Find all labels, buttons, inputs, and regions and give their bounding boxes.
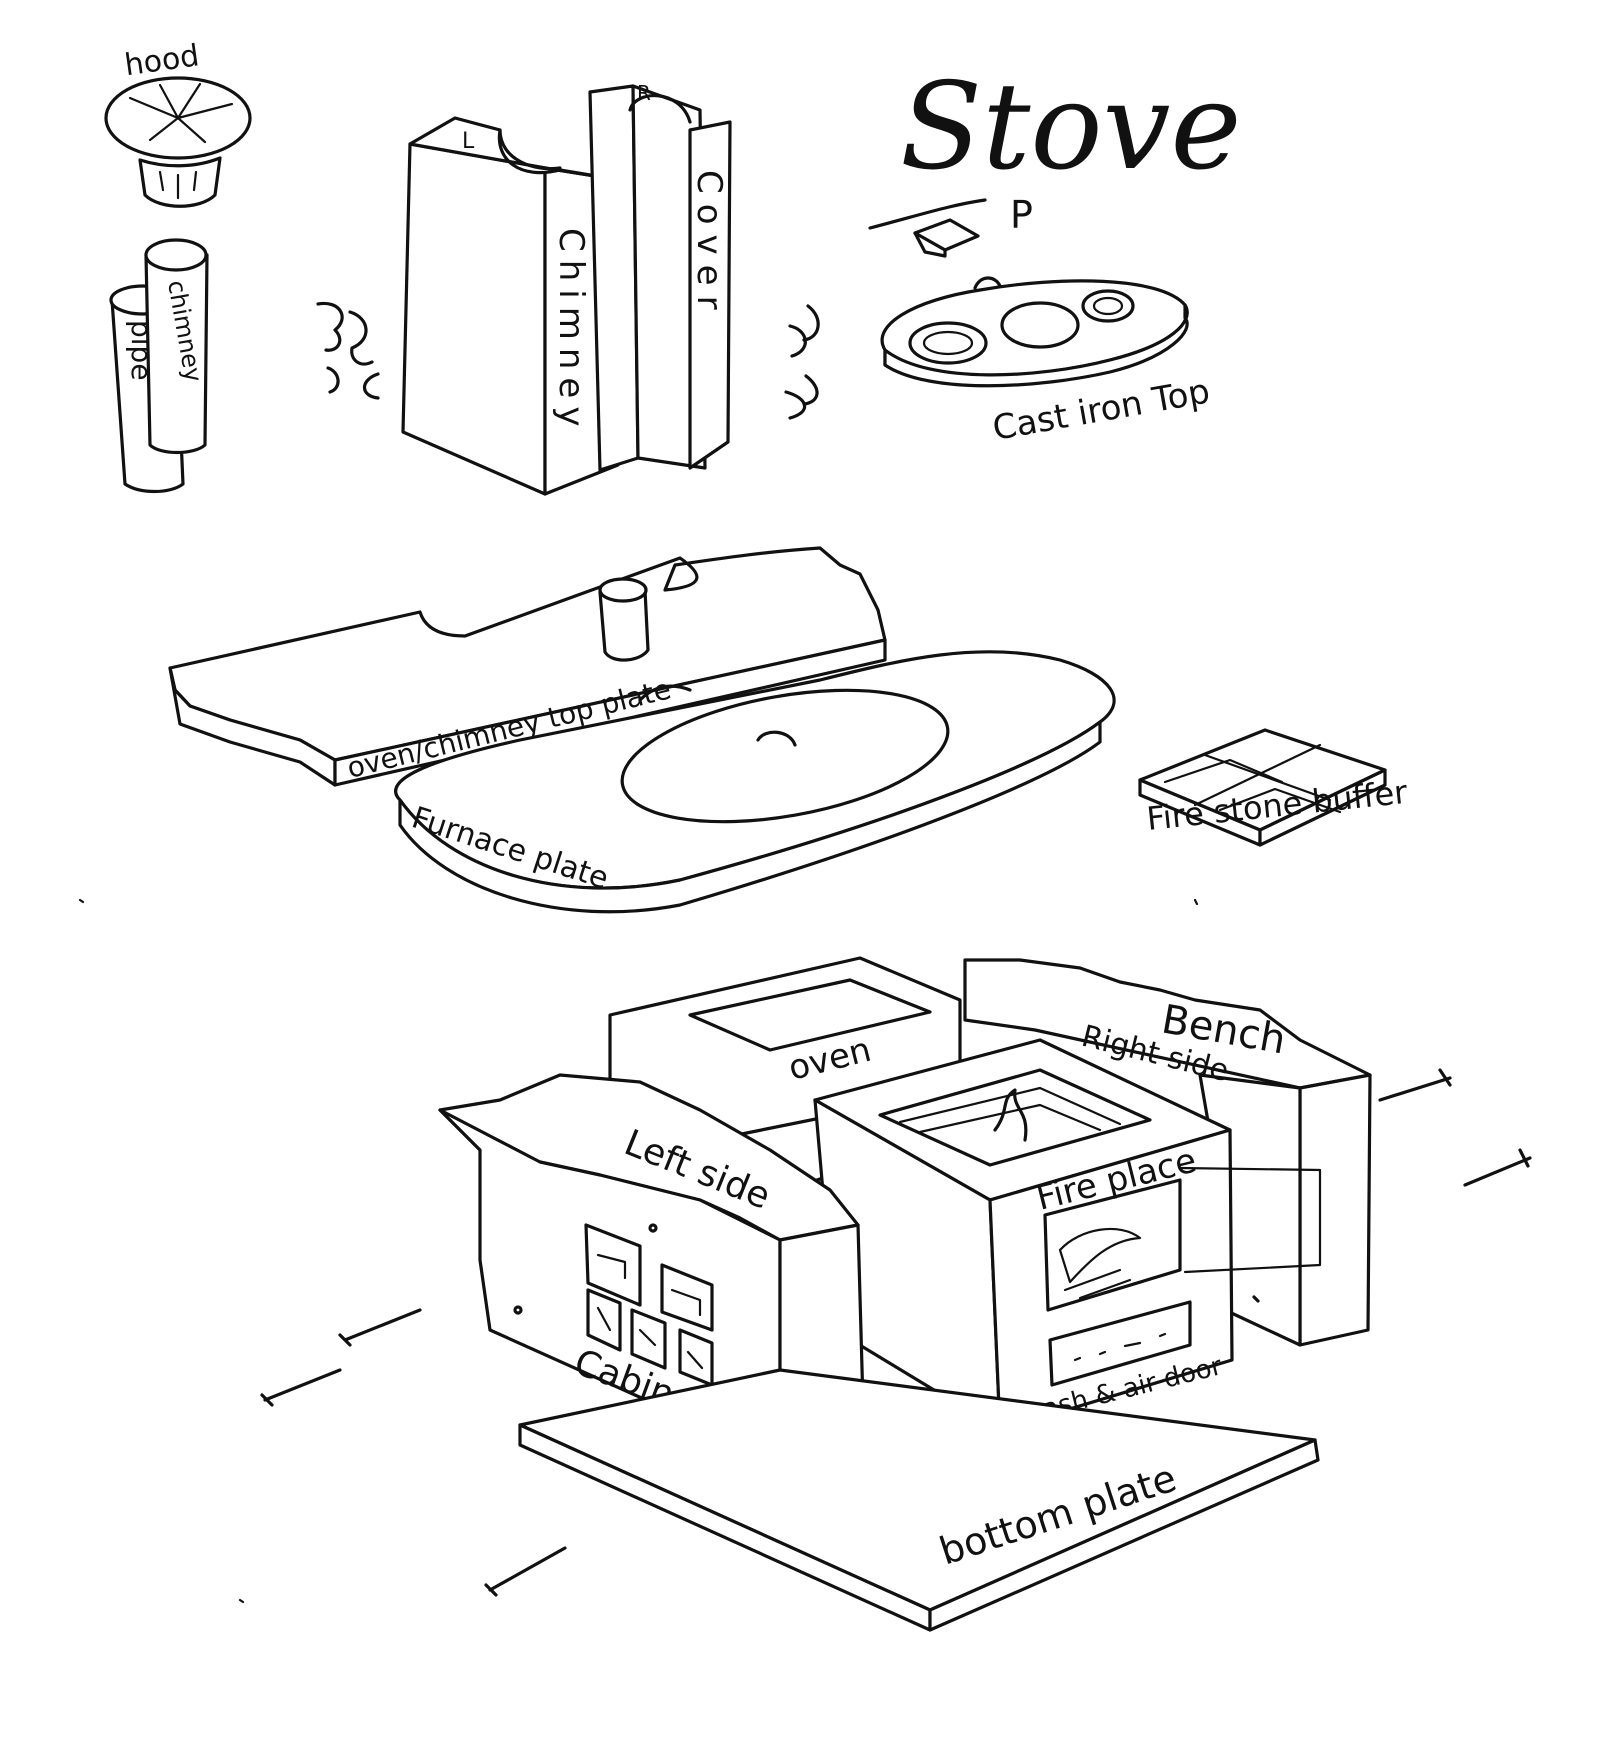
furnace-plate-part: Furnace plate [394, 650, 1116, 914]
bracket-clips-right [784, 304, 820, 420]
fireplace-part: Fire place ash & air door [813, 1038, 1322, 1432]
chimney-label: Chimney [551, 228, 591, 434]
bottom-plate-part: bottom plate [518, 1368, 1320, 1632]
lid-part: P [913, 193, 1033, 258]
chimney-pipe-part: chimney [144, 238, 209, 455]
chimney-left-marker: L [462, 129, 475, 154]
bracket-clips-left [316, 301, 380, 400]
hood-label: hood [122, 38, 201, 83]
title-underline [868, 198, 987, 230]
lid-marker: P [1010, 193, 1033, 237]
cast-iron-top-part: Cast iron Top [880, 276, 1213, 449]
cover-right-marker: R [637, 81, 651, 105]
fire-stone-buffer-part: Fire stone buffer [1138, 728, 1410, 847]
cover-part: R Cover [588, 81, 732, 472]
title-stove: Stove [900, 58, 1241, 197]
hood-part: hood [104, 38, 252, 208]
cover-label: Cover [689, 170, 729, 320]
screw-marks [78, 898, 1532, 1604]
chimney-part: L Chimney [401, 116, 622, 496]
